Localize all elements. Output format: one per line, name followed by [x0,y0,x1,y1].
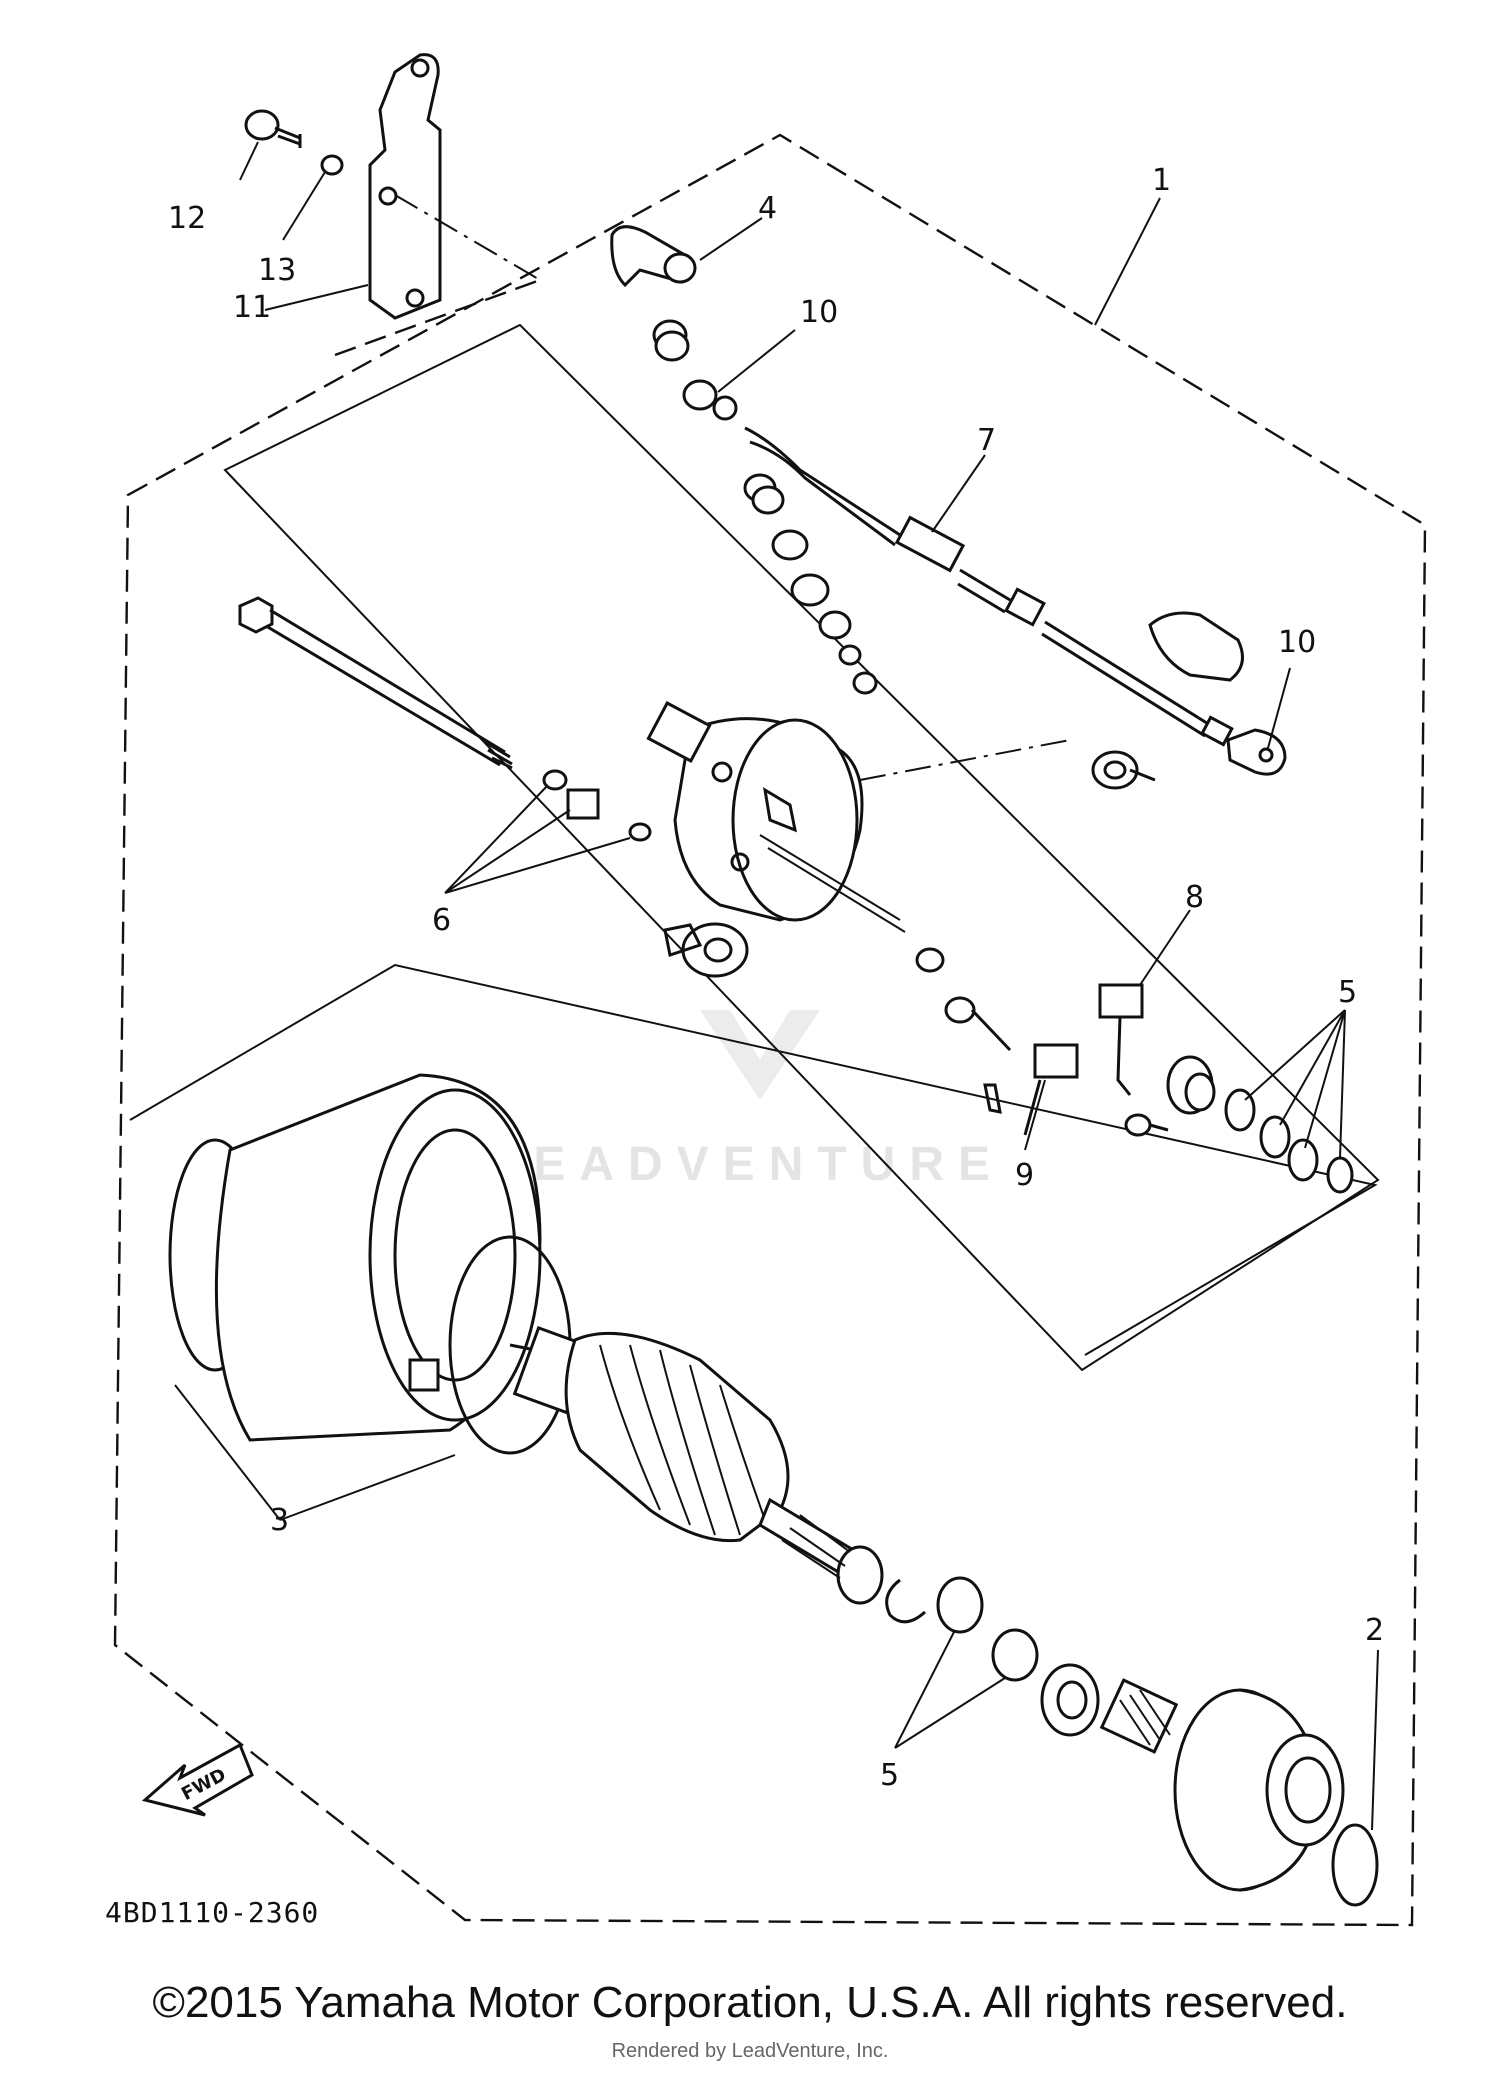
shim-washers-upper [1224,1088,1354,1194]
bearing-part [1091,750,1156,790]
leader-11 [264,284,369,311]
end-cover-group-outline [223,323,1380,1372]
leader-8 [1139,909,1191,986]
brush-part-9 [1023,1043,1079,1136]
leader-7 [931,454,986,533]
bearing-centerline [859,739,1071,781]
callout-6: 6 [432,903,451,938]
bearing-lower-part [1040,1663,1100,1737]
callout-13: 13 [258,253,296,288]
diagram-code: 4BD1110-2360 [105,1896,319,1929]
o-ring-part [1331,1823,1379,1907]
callout-3: 3 [270,1503,289,1538]
bracket-group-outline [334,278,541,357]
callout-8: 8 [1185,880,1204,915]
terminal-washer-part [682,379,738,421]
bracket-part [368,53,442,320]
washer-stack [743,473,878,695]
yoke-group-outline [129,963,1378,1356]
rendered-by-text: Rendered by LeadVenture, Inc. [611,2040,889,2062]
rubber-boot-part [1148,611,1244,682]
watermark: LEADVENTURE [490,1010,1004,1191]
screw-part [1124,1113,1169,1137]
brush-part-8 [1098,983,1144,1096]
callout-10-lower: 10 [1278,625,1316,660]
callout-7: 7 [977,423,996,458]
armature-part [509,1325,884,1605]
terminal-nut-part [652,319,690,362]
watermark-text: LEADVENTURE [490,1138,1004,1191]
leader-6 [444,784,631,894]
copyright-notice: ©2015 Yamaha Motor Corporation, U.S.A. A… [152,1978,1348,2027]
starter-motor-exploded-diagram: LEADVENTURE [105,53,1427,1929]
washer-part [320,154,344,176]
callout-11: 11 [233,290,271,325]
brush-spring-part [663,922,749,978]
bracket-centerline [394,194,541,281]
ring-terminal-part [1226,728,1287,776]
front-cover-part [1173,1688,1345,1892]
callout-12: 12 [168,201,206,236]
bolt-part [244,109,302,148]
leader-12 [239,141,259,181]
leader-5-upper [1244,1009,1346,1159]
leader-10-lower [1267,667,1291,749]
leader-4 [699,217,763,261]
leader-2 [1371,1649,1379,1831]
leader-10-upper [717,329,796,393]
fwd-arrow: FWD [141,1742,254,1817]
callout-2: 2 [1365,1613,1384,1648]
bushing-part [1166,1055,1216,1115]
callout-4: 4 [758,191,777,226]
yoke-part [168,1073,572,1455]
leader-13 [282,171,326,241]
small-part-6 [542,769,652,842]
rear-cover-part [646,701,906,933]
callout-5-lower: 5 [880,1758,899,1793]
circlip-part [885,1578,927,1624]
callout-9: 9 [1015,1158,1034,1193]
terminal-cap-part [610,225,697,288]
leader-3 [174,1384,456,1521]
shim-washers-lower [936,1576,1039,1682]
callout-1: 1 [1152,163,1171,198]
callout-5-upper: 5 [1338,975,1357,1010]
leader-9 [1024,1079,1046,1151]
brush-terminal-part [915,947,1012,1114]
assembly-outline [113,133,1427,1927]
callout-10-upper: 10 [800,295,838,330]
lead-wire-part [744,426,1234,747]
through-bolt-part [238,596,513,770]
leader-1 [1094,197,1161,326]
leader-5-lower [894,1629,1006,1749]
needle-bearing-part [1099,1678,1179,1754]
